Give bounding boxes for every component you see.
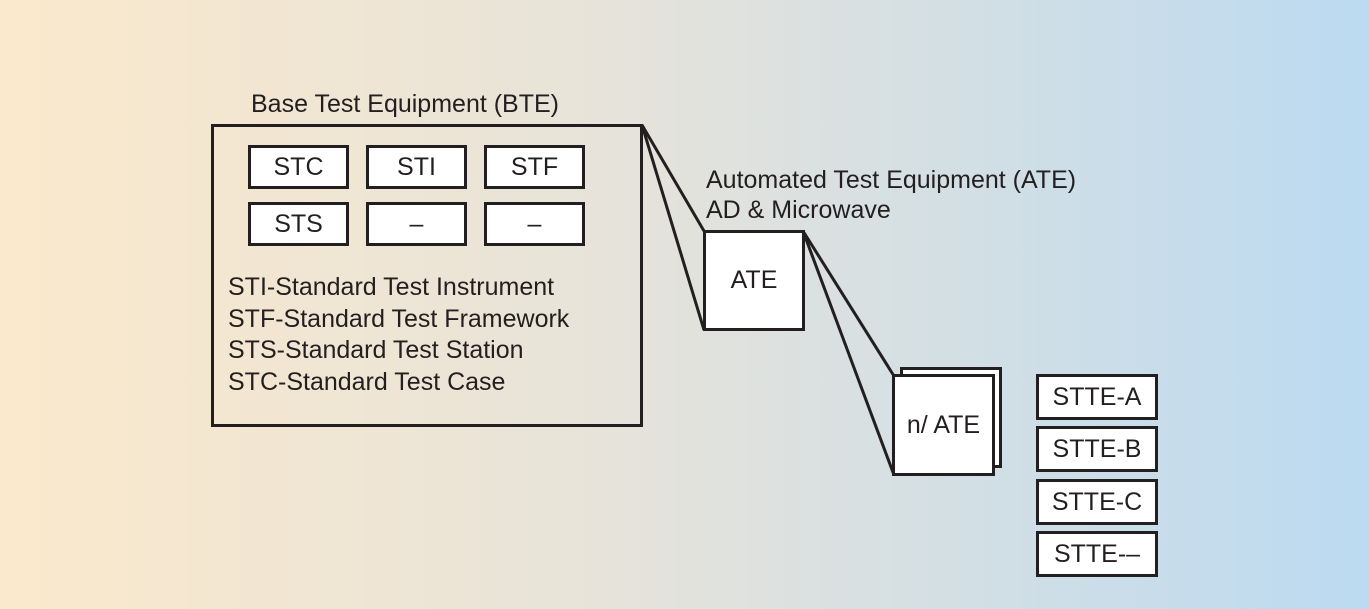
bte-group-frame <box>211 124 643 427</box>
stte-c-box: STTE-C <box>1036 479 1158 525</box>
legend-item-stc: STC-Standard Test Case <box>228 367 506 396</box>
bte-cell-empty-2: – <box>484 202 585 246</box>
ate-to-n-ate-line-top <box>801 230 896 377</box>
legend-item-sts: STS-Standard Test Station <box>228 336 524 364</box>
n-ate-box: n/ ATE <box>892 374 995 476</box>
bte-cell-stc: STC <box>248 145 349 189</box>
stte-more-box: STTE-– <box>1036 531 1158 577</box>
ate-subtitle: AD & Microwave <box>706 196 891 224</box>
ate-title: Automated Test Equipment (ATE) <box>706 166 1077 194</box>
bte-cell-sti: STI <box>366 145 467 189</box>
bte-cell-stf: STF <box>484 145 585 189</box>
stte-b-box: STTE-B <box>1036 426 1158 472</box>
ate-to-n-ate-line-bottom <box>801 230 896 476</box>
legend-item-stf: STF-Standard Test Framework <box>228 304 570 333</box>
bte-cell-empty-1: – <box>366 202 467 246</box>
bte-to-ate-line-bottom <box>640 124 706 331</box>
stte-a-box: STTE-A <box>1036 374 1158 420</box>
bte-title: Base Test Equipment (BTE) <box>251 90 560 118</box>
ate-box: ATE <box>703 230 805 331</box>
bte-to-ate-line-top <box>640 124 706 232</box>
legend-item-sti: STI-Standard Test Instrument <box>228 273 555 301</box>
bte-cell-sts: STS <box>248 202 349 246</box>
bte-legend: STI-Standard Test Instrument STF-Standar… <box>228 272 569 398</box>
